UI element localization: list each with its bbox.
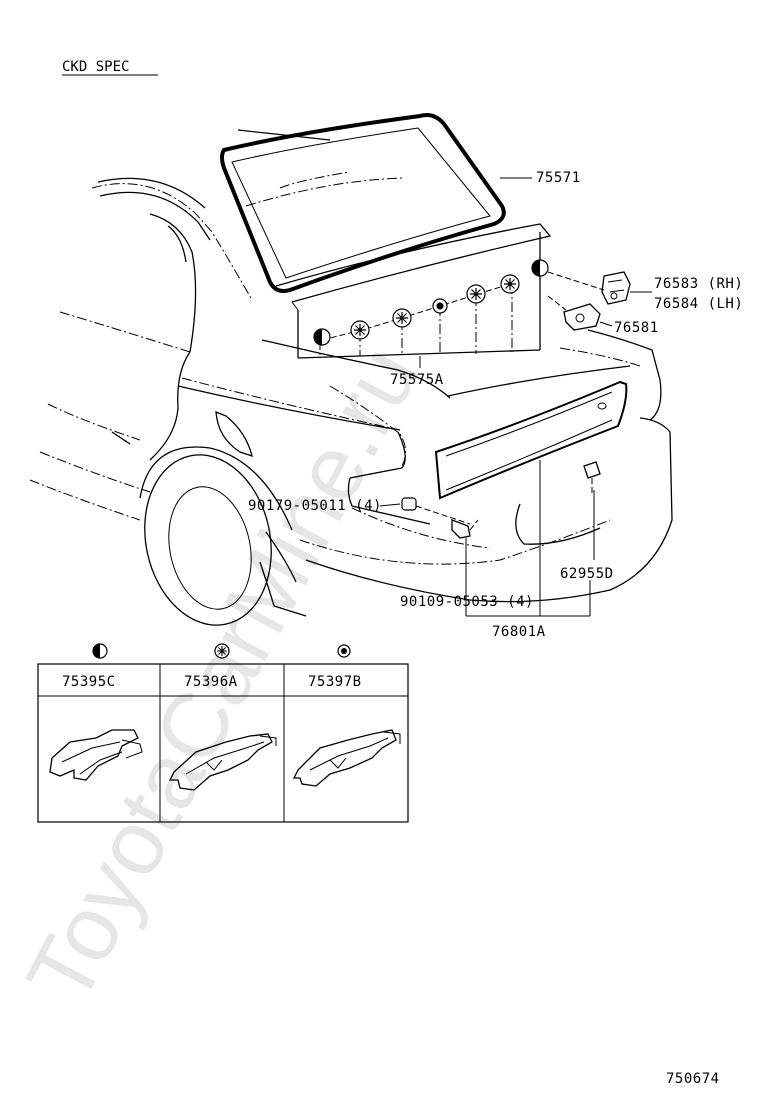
nut-part: [401, 497, 471, 525]
asterisk-circle-icon: [214, 643, 230, 659]
clip-symbols: [313, 259, 549, 346]
label-clip-set: 75575A: [390, 372, 444, 388]
hinge-assembly: [547, 271, 631, 305]
label-stud-bolt: 90109-05053 (4): [400, 594, 534, 610]
spec-label: CKD SPEC: [62, 59, 129, 75]
label-stay: 76581: [614, 320, 659, 336]
luggage-garnish: [434, 380, 628, 500]
label-nut: 90179-05011 (4): [248, 498, 382, 514]
legend-part-75397b: 75397B: [308, 674, 362, 690]
half-circle-icon: [92, 643, 108, 659]
clip-mounting-strip: [297, 232, 541, 366]
stay-part: [547, 295, 601, 331]
rear-window-molding: [220, 113, 552, 311]
legend-part-75396a: 75396A: [184, 674, 238, 690]
clip-75396a-drawing: [168, 733, 277, 791]
asterisk-circle-icon: [500, 274, 520, 294]
figure-number: 750674: [666, 1071, 720, 1087]
dot-circle-icon: [432, 298, 448, 314]
leader-lines: [379, 177, 652, 617]
asterisk-circle-icon: [466, 284, 486, 304]
label-clip-62955d: 62955D: [560, 566, 614, 582]
asterisk-circle-icon: [392, 308, 412, 328]
clip-legend-table: 75395C 75396A 75397B: [37, 643, 409, 823]
half-circle-icon: [313, 328, 331, 346]
clip-62955d-part: [583, 461, 601, 496]
clip-75397b-drawing: [292, 729, 401, 787]
stud-bolt-part: [451, 519, 479, 539]
dot-circle-icon: [337, 644, 351, 658]
label-window-molding: 75571: [536, 170, 581, 186]
half-circle-icon: [531, 259, 549, 277]
label-hinge-lh: 76584 (LH): [654, 296, 743, 312]
label-hinge-rh: 76583 (RH): [654, 276, 743, 292]
car-body-drawing: [29, 129, 673, 626]
asterisk-circle-icon: [350, 320, 370, 340]
clip-75395c-drawing: [49, 729, 143, 781]
legend-part-75395c: 75395C: [62, 674, 116, 690]
label-garnish: 76801A: [492, 624, 546, 640]
